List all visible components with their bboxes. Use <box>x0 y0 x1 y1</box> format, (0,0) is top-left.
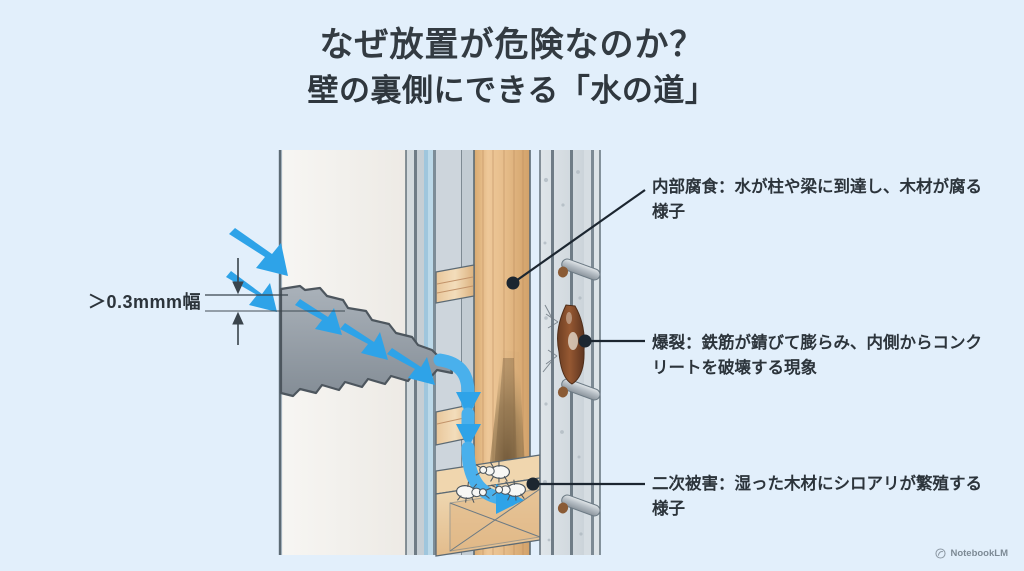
rebar-ties <box>557 258 601 517</box>
water-flow-arrows <box>226 228 435 385</box>
title-line-1: なぜ放置が危険なのか？ <box>319 26 705 64</box>
annotation-secondary-damage: 二次被害：湿った木材にシロアリが繁殖する様子 <box>652 475 982 518</box>
title-line-2: 壁の裏側にできる「水の道」 <box>307 72 717 108</box>
termite-group <box>456 461 526 503</box>
notebooklm-watermark: NotebookLM <box>935 548 1008 559</box>
watermark-label: NotebookLM <box>950 548 1008 559</box>
annotation-internal-rot: 内部腐食：水が柱や梁に到達し、木材が腐る様子 <box>652 178 982 221</box>
crack-dimension-marker <box>205 258 345 345</box>
water-stream <box>433 353 524 514</box>
rot-stain-core <box>494 358 517 473</box>
crack-width-label: ＞0.3mmm幅 <box>88 292 202 312</box>
wood-brace-upper <box>435 264 475 304</box>
rust-bulge <box>542 304 585 385</box>
rot-stain <box>488 350 526 487</box>
annotation-spalling: 爆裂：鉄筋が錆びて膨らみ、内側からコンクリートを破壊する現象 <box>652 334 982 377</box>
leader-lines <box>506 189 646 491</box>
notebooklm-icon <box>935 548 947 559</box>
slide-title: なぜ放置が危険なのか？ 壁の裏側にできる「水の道」 <box>0 24 1024 111</box>
